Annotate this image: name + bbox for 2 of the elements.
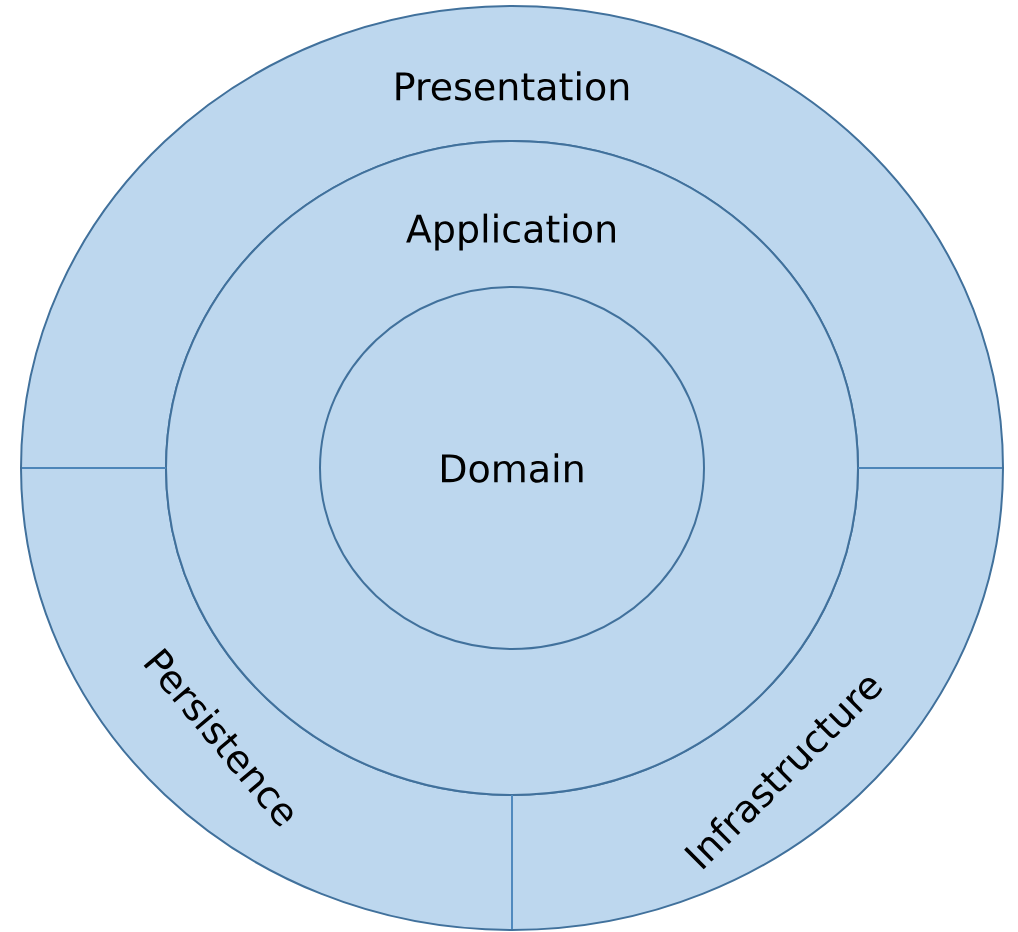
node-label: Presentation — [396, 71, 629, 101]
ring: Domain — [319, 286, 705, 650]
